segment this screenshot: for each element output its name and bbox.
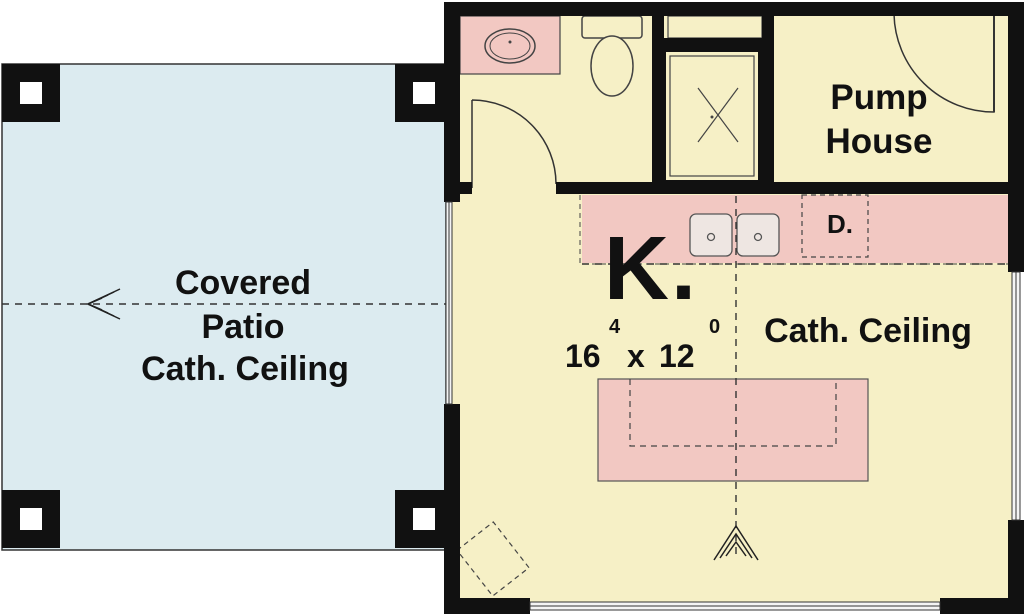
bath-vanity <box>459 15 561 75</box>
kitchen-dimensions: 16 4 x 12 0 <box>565 316 720 374</box>
toilet-icon <box>581 15 643 97</box>
dishwasher <box>801 194 869 258</box>
ridge-arrow-left-icon <box>86 288 121 320</box>
kitchen-counter <box>582 195 1012 263</box>
kitchen-ceiling-label: Cath. Ceiling <box>764 312 972 350</box>
pump-house-label-line2: House <box>826 122 933 161</box>
patio-floor <box>1 63 447 551</box>
kitchen-island <box>597 378 869 482</box>
patio-post-top-right <box>395 64 453 122</box>
sink-icon <box>484 28 536 64</box>
dim-times: x <box>627 338 645 374</box>
patio-label-line1: Covered <box>175 264 311 302</box>
dim-width: 16 <box>565 338 601 374</box>
ridge-arrow-down-icon <box>713 524 759 561</box>
patio-post-bottom-left <box>2 490 60 548</box>
walls <box>444 2 1024 614</box>
corner-appliance-outline <box>456 521 530 597</box>
shower-icon <box>662 48 762 184</box>
pump-house-label-line1: Pump <box>830 78 927 117</box>
bath-door-swing <box>471 99 557 188</box>
island-overhang-line <box>629 379 837 447</box>
kitchen-letter: K. <box>604 219 698 319</box>
patio-label-line2: Patio <box>201 308 284 346</box>
dim-depth-sup: 0 <box>709 316 720 338</box>
dim-depth: 12 <box>659 338 695 374</box>
patio-post-bottom-right <box>395 490 453 548</box>
dim-width-sup: 4 <box>609 316 621 338</box>
pump-house-door-swing <box>893 8 995 113</box>
dishwasher-label: D. <box>827 209 853 239</box>
patio-label-line3: Cath. Ceiling <box>141 350 349 388</box>
kitchen-sink-icon <box>689 213 780 257</box>
patio-post-top-left <box>2 64 60 122</box>
window-mullions <box>448 202 1017 607</box>
